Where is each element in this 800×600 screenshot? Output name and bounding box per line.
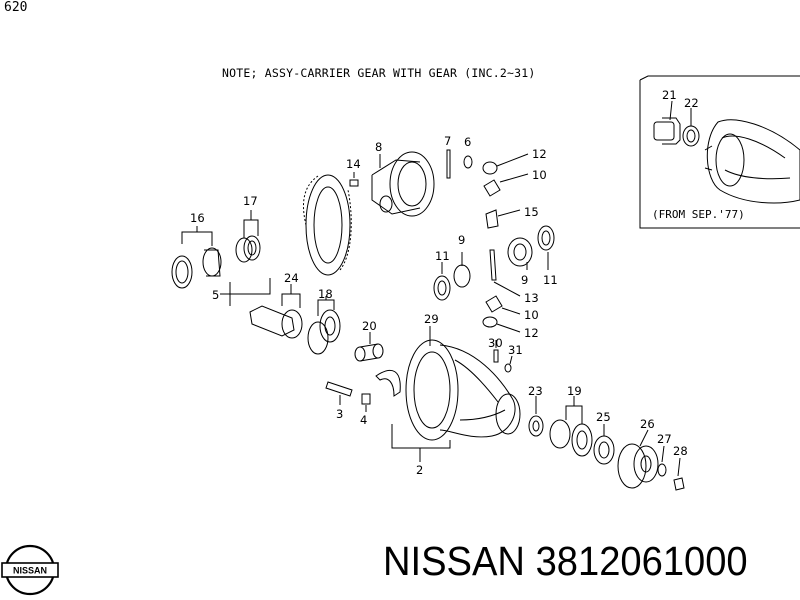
callout-24: 24 (284, 271, 299, 285)
nissan-logo (1, 544, 59, 596)
part-27-washer (657, 463, 667, 477)
part-10-side-gear-lower (485, 295, 503, 313)
part-25-bearing (593, 435, 615, 465)
part-16-bearing (171, 247, 222, 289)
part-23-seal (528, 415, 544, 437)
part-number: 3812061000 (535, 538, 748, 584)
callout-28: 28 (673, 444, 688, 458)
part-19-bearing (549, 419, 593, 457)
part-11-washer (537, 225, 555, 251)
part-17-spacer (235, 235, 261, 263)
part-9-pinion-mate-gear (507, 237, 533, 267)
callout-30: 30 (488, 336, 503, 350)
callout-21: 21 (662, 88, 677, 102)
part-24-pinion-shaft (249, 305, 341, 355)
callout-15: 15 (524, 205, 539, 219)
part-3-bolt (325, 381, 353, 397)
callout-12-lower: 12 (524, 326, 539, 340)
nissan-logo-text: NISSAN (13, 566, 47, 576)
part-31-nut (504, 363, 512, 373)
part-4-nut (361, 393, 371, 405)
part-14-pin (349, 179, 359, 187)
callout-4: 4 (360, 413, 367, 427)
inset-caption: (FROM SEP.'77) (652, 208, 745, 221)
brand-part-number: NISSAN 3812061000 (383, 538, 748, 585)
callout-3: 3 (336, 407, 343, 421)
part-13-pinion-shaft (489, 249, 497, 281)
callout-31: 31 (508, 343, 523, 357)
callout-10-lower: 10 (524, 308, 539, 322)
assembly-note: NOTE; ASSY-CARRIER GEAR WITH GEAR (INC.2… (222, 66, 536, 80)
callout-7: 7 (444, 134, 451, 148)
callout-11-right: 11 (543, 273, 558, 287)
part-9-pinion-mate-gear-left (453, 264, 471, 288)
callout-9-upper: 9 (458, 233, 465, 247)
callout-23: 23 (528, 384, 543, 398)
page-number: 620 (4, 0, 28, 15)
callout-25: 25 (596, 410, 611, 424)
callout-10-upper: 10 (532, 168, 547, 182)
part-12-thrust-washer (482, 161, 498, 175)
part-20-spacer (354, 343, 384, 362)
part-30-stud (493, 349, 499, 363)
inset-carrier-drawing (653, 117, 800, 204)
part-10-side-gear (483, 179, 501, 197)
callout-11-left: 11 (435, 249, 450, 263)
part-11-washer-left (433, 275, 451, 301)
callout-12-upper: 12 (532, 147, 547, 161)
callout-22: 22 (684, 96, 699, 110)
part-15-pinion-mate (485, 209, 499, 229)
callout-2: 2 (416, 463, 423, 477)
part-2-carrier-cap (375, 369, 401, 397)
callout-13: 13 (524, 291, 539, 305)
callout-8: 8 (375, 140, 382, 154)
callout-19: 19 (567, 384, 582, 398)
part-7-lock-pin (446, 149, 451, 179)
inset-frame (639, 75, 800, 229)
callout-26: 26 (640, 417, 655, 431)
brand-name: NISSAN (383, 538, 525, 584)
callout-5: 5 (212, 288, 219, 302)
callout-27: 27 (657, 432, 672, 446)
callout-14: 14 (346, 157, 361, 171)
part-5-ring-gear (303, 174, 352, 276)
callout-17: 17 (243, 194, 258, 208)
callout-18: 18 (318, 287, 333, 301)
callout-6: 6 (464, 135, 471, 149)
part-8-differential-case (371, 151, 435, 217)
callout-29: 29 (424, 312, 439, 326)
callout-16: 16 (190, 211, 205, 225)
callout-20: 20 (362, 319, 377, 333)
part-26-companion-flange (617, 443, 659, 489)
callout-9-lower: 9 (521, 273, 528, 287)
part-29-gear-carrier (405, 339, 521, 441)
part-28-nut (673, 477, 685, 491)
part-12-thrust-washer-lower (482, 316, 498, 328)
part-6-washer (463, 155, 473, 169)
